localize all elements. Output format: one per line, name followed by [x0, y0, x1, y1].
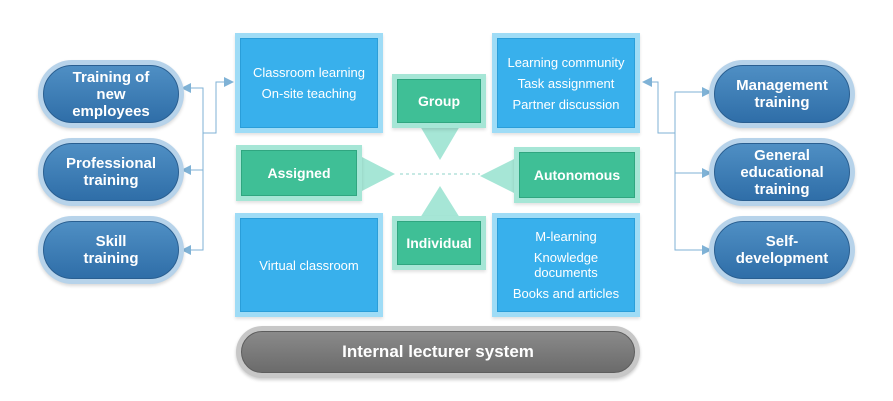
right-bracket	[650, 81, 703, 251]
mode-individual-label: Individual	[397, 221, 481, 265]
pill-management-training: Management training	[709, 60, 855, 128]
mode-autonomous-label: Autonomous	[519, 152, 635, 198]
right-arrow-box	[642, 77, 652, 87]
box-bottom-right: M-learning Knowledge documents Books and…	[492, 213, 640, 317]
box-top-left-content: Classroom learning On-site teaching	[240, 38, 378, 128]
right-arrow-1	[702, 87, 712, 97]
left-arrow-box	[224, 77, 234, 87]
box-bottom-left-content: Virtual classroom	[240, 218, 378, 312]
assigned-pointer	[360, 156, 395, 192]
right-arrow-3	[702, 245, 712, 255]
left-arrow-2	[181, 165, 191, 175]
pill-label: Training of new employees	[43, 65, 179, 123]
box-line: Partner discussion	[512, 96, 620, 112]
pill-label: Skill training	[43, 221, 179, 279]
box-line: M-learning	[535, 229, 597, 244]
mode-assigned-label: Assigned	[241, 150, 357, 196]
box-line: Classroom learning	[253, 65, 365, 80]
mode-autonomous: Autonomous	[514, 147, 640, 203]
box-line: On-site teaching	[261, 86, 357, 101]
box-line: Virtual classroom	[259, 257, 359, 273]
pill-professional-training: Professional training	[38, 138, 184, 206]
group-pointer	[420, 126, 460, 160]
mode-individual: Individual	[392, 216, 486, 270]
box-bottom-left: Virtual classroom	[235, 213, 383, 317]
pill-label: General educational training	[714, 143, 850, 201]
box-line: Task assignment	[517, 75, 615, 91]
mode-group-label: Group	[397, 79, 481, 123]
mode-group: Group	[392, 74, 486, 128]
autonomous-pointer	[480, 158, 516, 194]
box-bottom-right-content: M-learning Knowledge documents Books and…	[497, 218, 635, 312]
pill-general-educational-training: General educational training	[709, 138, 855, 206]
box-line: Books and articles	[512, 286, 620, 301]
box-top-right-content: Learning community Task assignment Partn…	[497, 38, 635, 128]
pill-training-new-employees: Training of new employees	[38, 60, 184, 128]
right-arrow-2	[702, 168, 712, 178]
pill-label: Professional training	[43, 143, 179, 201]
box-top-right: Learning community Task assignment Partn…	[492, 33, 640, 133]
box-top-left: Classroom learning On-site teaching	[235, 33, 383, 133]
individual-pointer	[420, 186, 460, 218]
left-arrow-3	[181, 245, 191, 255]
foundation-bar: Internal lecturer system	[236, 326, 640, 378]
pill-label: Self-development	[714, 221, 850, 279]
mode-assigned: Assigned	[236, 145, 362, 201]
pill-skill-training: Skill training	[38, 216, 184, 284]
box-line: Learning community	[507, 54, 625, 70]
box-line: Knowledge documents	[533, 250, 599, 280]
foundation-label: Internal lecturer system	[241, 331, 635, 373]
left-bracket	[190, 81, 226, 251]
left-arrow-1	[181, 83, 191, 93]
pill-label: Management training	[714, 65, 850, 123]
pill-self-development: Self-development	[709, 216, 855, 284]
